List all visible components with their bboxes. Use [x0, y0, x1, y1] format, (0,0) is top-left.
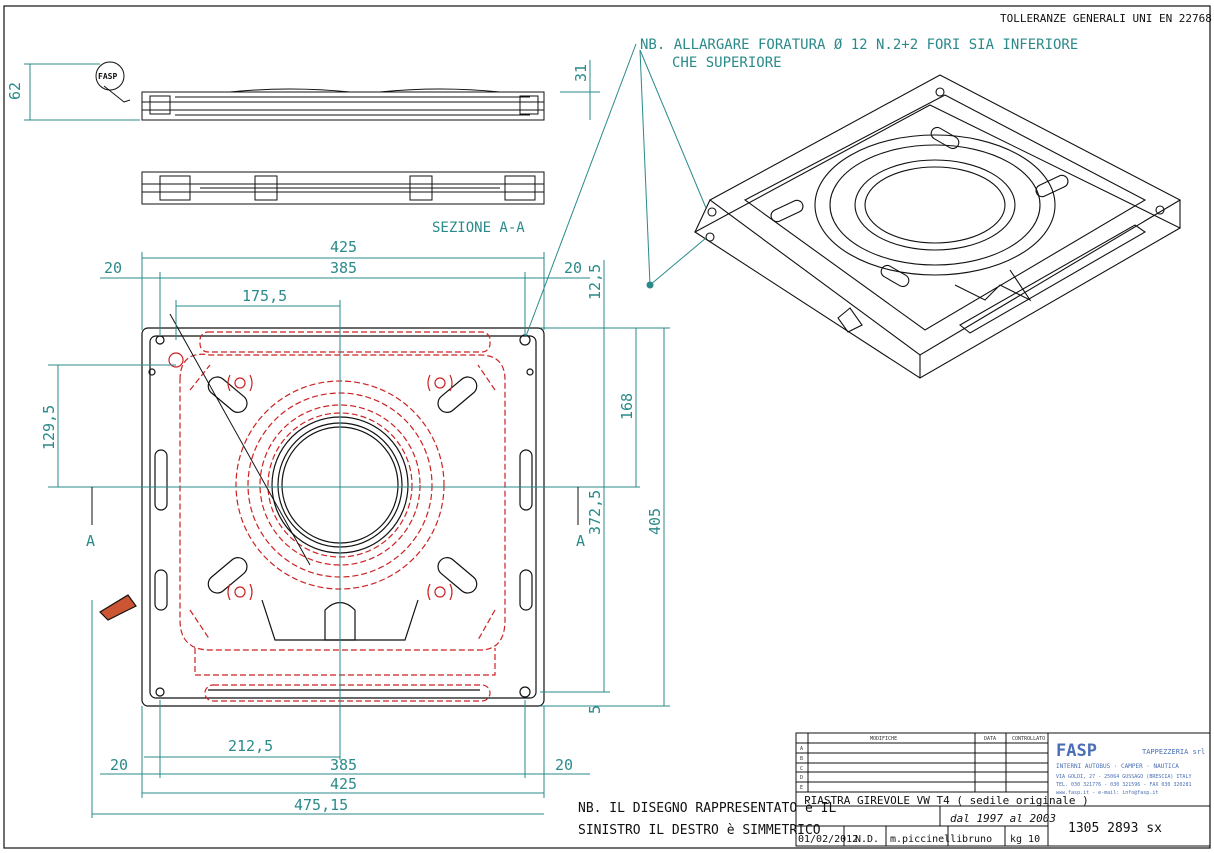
dim-385-bottom: 385 — [330, 756, 357, 774]
dim-20-bottom-right: 20 — [555, 756, 573, 774]
title-block — [795, 732, 1211, 847]
revision-c: C — [800, 766, 803, 772]
revision-header-changes: MODIFICHE — [870, 736, 897, 742]
note-symmetric-line1: NB. IL DISEGNO RAPPRESENTATO è IL — [578, 801, 836, 816]
side-view-dims — [24, 60, 600, 121]
dim-405: 405 — [646, 508, 664, 535]
dim-20-top-right: 20 — [564, 259, 582, 277]
section-marker-left: A — [86, 532, 95, 550]
plan-view-red-marks — [168, 352, 453, 601]
revision-b: B — [800, 756, 803, 762]
dim-129-5: 129,5 — [40, 405, 58, 450]
dim-175-5: 175,5 — [242, 287, 287, 305]
company-name: FASP — [1056, 741, 1097, 761]
vertical-dims — [48, 260, 670, 707]
company-address: VIA GOLDI, 27 - 25064 GUSSAGO (BRESCIA) … — [1056, 774, 1191, 780]
part-logo-text: FASP — [98, 72, 117, 81]
drawing-scale: N.D. — [855, 834, 879, 845]
dim-425-top: 425 — [330, 238, 357, 256]
dim-475-15: 475,15 — [294, 796, 348, 814]
company-phone: TEL. 030 321776 - 030 321596 - FAX 030 3… — [1056, 782, 1191, 788]
bottom-dims — [91, 600, 590, 818]
finish: bruno — [962, 834, 992, 845]
centre-lines — [48, 300, 640, 760]
part-logo-tag: FASP — [95, 61, 131, 103]
note-holes-line2: CHE SUPERIORE — [672, 55, 782, 71]
plan-view-details — [99, 376, 480, 691]
note-leaders — [525, 43, 707, 337]
dim-5: 5 — [586, 705, 604, 714]
company-logo: FASP TAPPEZZERIA srl INTERNI AUTOBUS · C… — [1056, 741, 1205, 796]
drawn-by: m.piccinelli — [890, 834, 962, 845]
note-symmetric-line2: SINISTRO IL DESTRO è SIMMETRICO — [578, 823, 821, 838]
part-description: PIASTRA GIREVOLE VW T4 ( sedile original… — [804, 794, 1089, 807]
application-years: dal 1997 al 2003 — [950, 812, 1056, 825]
drawing-code: 1305 2893 sx — [1068, 821, 1162, 836]
dim-212-5: 212,5 — [228, 737, 273, 755]
section-marker-right: A — [576, 532, 585, 550]
section-markers — [91, 487, 579, 525]
top-dims — [100, 252, 590, 340]
note-holes-line1: NB. ALLARGARE FORATURA Ø 12 N.2+2 FORI S… — [640, 37, 1078, 53]
dim-425-bottom: 425 — [330, 775, 357, 793]
plan-view-outline — [141, 327, 545, 707]
dim-385-top: 385 — [330, 259, 357, 277]
dim-372-5: 372,5 — [586, 490, 604, 535]
weight: kg 10 — [1010, 834, 1040, 845]
dim-20-bottom-left: 20 — [110, 756, 128, 774]
sheet-border — [3, 5, 1211, 849]
dim-62: 62 — [6, 82, 24, 100]
company-suffix: TAPPEZZERIA srl — [1142, 748, 1205, 756]
dim-12-5: 12,5 — [586, 264, 604, 300]
tolerance-header: TOLLERANZE GENERALI UNI EN 22768:1996 — [1000, 12, 1214, 25]
side-view — [141, 88, 545, 121]
section-view — [141, 171, 545, 205]
company-tagline: INTERNI AUTOBUS · CAMPER · NAUTICA — [1056, 763, 1179, 770]
dim-168: 168 — [618, 393, 636, 420]
drawing-date: 01/02/2012 — [798, 834, 858, 845]
dim-31: 31 — [572, 64, 590, 82]
revision-header-date: DATA — [984, 736, 996, 742]
section-label: SEZIONE A-A — [432, 220, 525, 236]
revision-a: A — [800, 746, 803, 752]
company-web: www.fasp.it - e-mail: info@fasp.it — [1056, 790, 1158, 796]
isometric-view — [693, 74, 1182, 379]
revision-e: E — [800, 785, 803, 791]
revision-header-checked: CONTROLLATO — [1012, 736, 1045, 742]
dim-20-top-left: 20 — [104, 259, 122, 277]
revision-d: D — [800, 775, 803, 781]
